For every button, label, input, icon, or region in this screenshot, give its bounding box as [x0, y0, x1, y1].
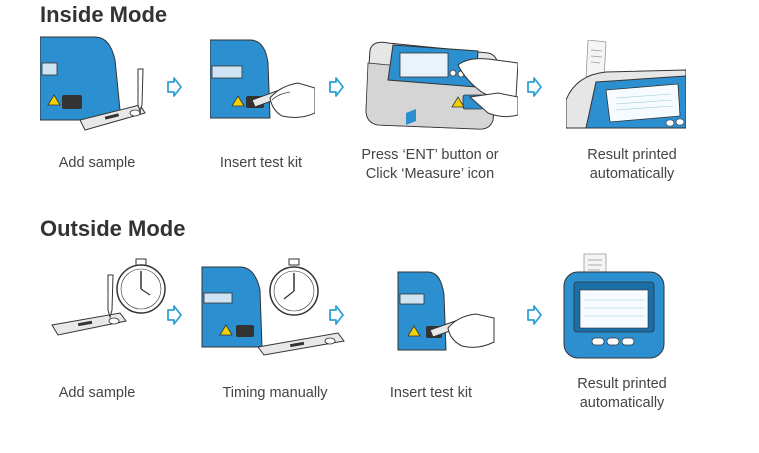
arrow-right-icon — [527, 77, 542, 97]
stopwatch-icon — [116, 258, 166, 314]
step-caption: Timing manually — [222, 385, 328, 401]
arrow-right-icon — [329, 305, 344, 325]
pipette-icon — [107, 274, 114, 319]
insert-kit-illustration — [397, 271, 495, 351]
step-caption: Add sample — [58, 155, 136, 171]
analyzer-device-icon — [563, 271, 665, 359]
arrow-right-icon — [329, 77, 344, 97]
add-sample-timer-illustration — [51, 258, 166, 336]
arrow-right-icon — [527, 305, 542, 325]
analyzer-device-icon — [210, 39, 271, 119]
step-caption: Result printed automatically — [577, 376, 667, 411]
analyzer-device-icon — [397, 271, 447, 351]
result-printed-illustration — [566, 40, 686, 129]
result-printed-illustration — [563, 253, 665, 359]
section-title-inside: Inside Mode — [40, 2, 168, 27]
hand-icon — [457, 58, 518, 118]
step-caption: Insert test kit — [389, 385, 473, 401]
stopwatch-icon — [269, 258, 319, 316]
pipette-icon — [137, 68, 144, 115]
step-caption: Add sample — [58, 385, 136, 401]
test-strip-icon — [79, 104, 146, 131]
analyzer-device-icon — [40, 36, 121, 121]
section-title-outside: Outside Mode — [40, 216, 186, 241]
step-caption: Press ‘ENT’ button or Click ‘Measure’ ic… — [361, 147, 499, 182]
hand-icon — [447, 313, 495, 348]
press-ent-illustration — [365, 41, 518, 130]
test-strip-icon — [257, 332, 345, 356]
analyzer-device-icon — [566, 69, 686, 129]
test-strip-icon — [51, 312, 127, 336]
insert-kit-illustration — [210, 39, 315, 119]
timing-manually-illustration — [201, 258, 345, 356]
step-caption: Result printed automatically — [587, 147, 677, 182]
analyzer-device-icon — [201, 266, 263, 348]
arrow-right-icon — [167, 77, 182, 97]
step-caption: Insert test kit — [219, 155, 303, 171]
add-sample-illustration — [40, 36, 146, 131]
hand-icon — [269, 82, 315, 118]
printer-paper-icon — [583, 253, 607, 277]
arrow-right-icon — [167, 305, 182, 325]
